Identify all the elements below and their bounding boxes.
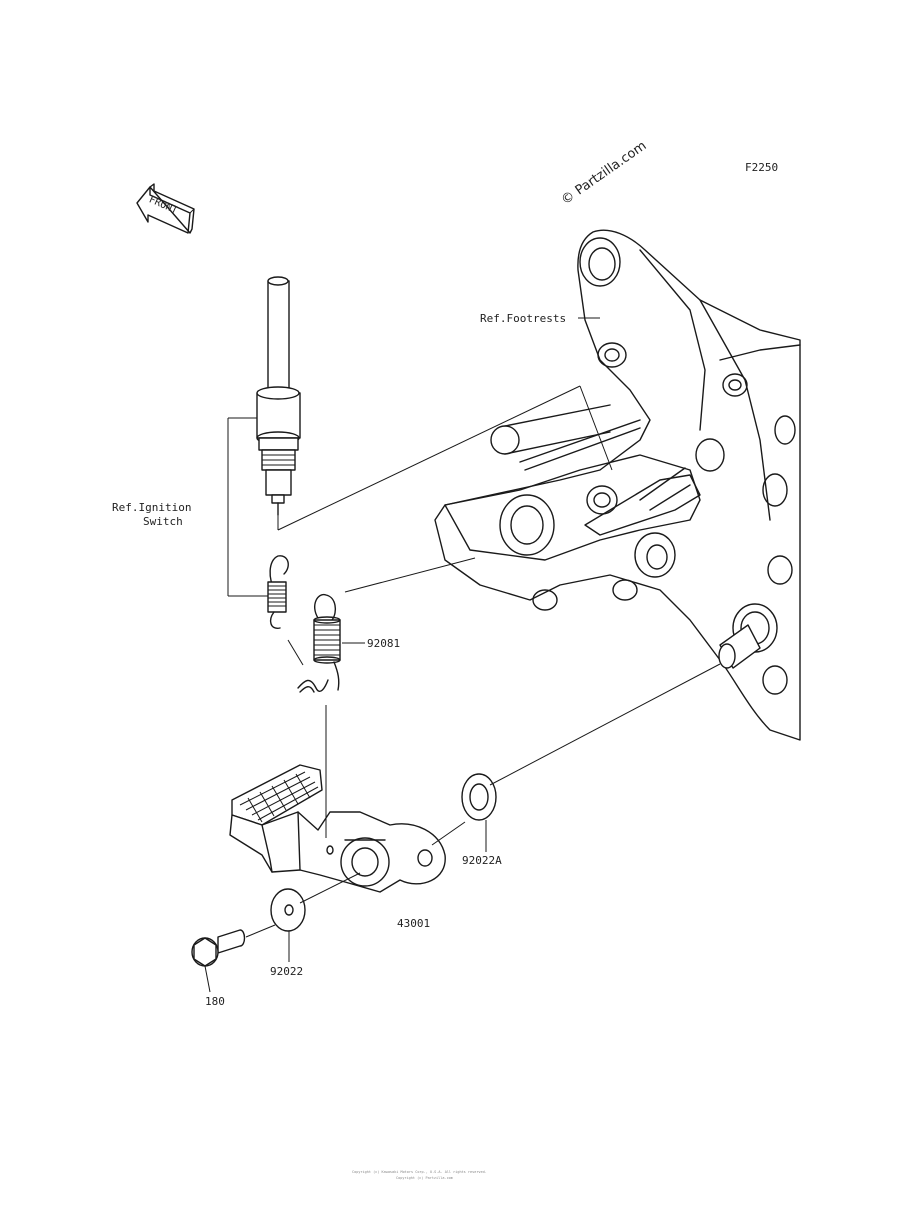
return-spring-92081	[297, 593, 341, 693]
callout-ref-ignition-line2: Switch	[143, 515, 183, 528]
brake-pedal-43001	[229, 764, 446, 893]
front-arrow-icon: FRONT	[136, 183, 195, 234]
bolt-180	[191, 929, 246, 967]
callout-washer-a: 92022A	[462, 854, 502, 867]
diagram-code: F2250	[745, 161, 778, 174]
callout-spring: 92081	[367, 637, 400, 650]
callout-ref-footrests: Ref.Footrests	[480, 312, 566, 325]
washer-92022	[270, 888, 306, 932]
footer-copyright-line1: Copyright (c) Kawasaki Motors Corp., U.S…	[352, 1170, 487, 1174]
brake-light-switch	[256, 276, 301, 629]
assembly-lines	[204, 317, 721, 993]
callout-pedal: 43001	[397, 917, 430, 930]
footrest-bracket	[434, 229, 801, 741]
footer-copyright-line2: Copyright (c) Partzilla.com	[396, 1176, 453, 1180]
callout-washer: 92022	[270, 965, 303, 978]
washer-92022A	[461, 773, 497, 821]
callout-bolt: 180	[205, 995, 225, 1008]
watermark-text: © Partzilla.com	[559, 138, 650, 208]
callout-ref-ignition-line1: Ref.Ignition	[112, 501, 191, 514]
